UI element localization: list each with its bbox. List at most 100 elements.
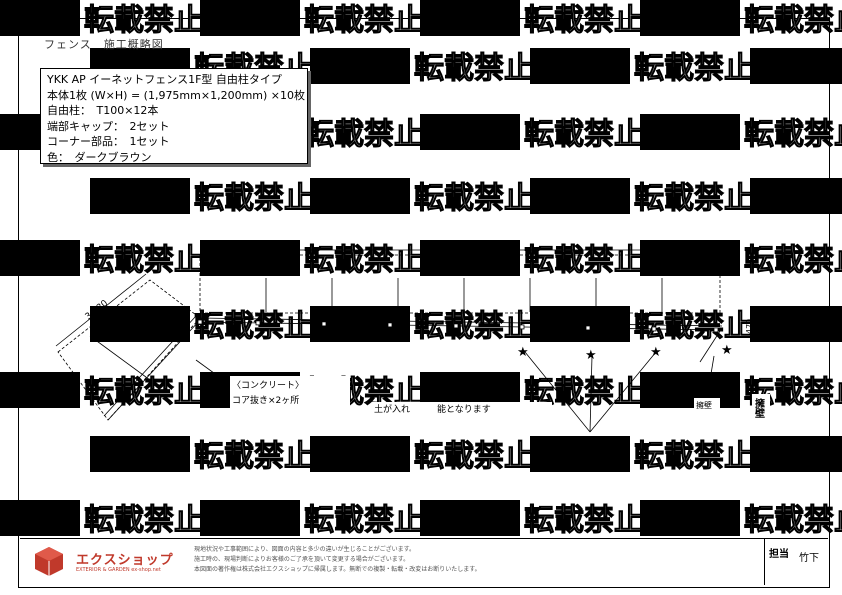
- fence-line-long-inner: [199, 321, 723, 331]
- watermark-block: [640, 114, 740, 150]
- drawing-title: フェンス 施工概略図: [44, 38, 164, 51]
- dimension-line-diagonal: [55, 273, 147, 347]
- watermark-text: 転載禁止: [744, 503, 842, 538]
- watermark-block: [640, 372, 740, 408]
- annotation-bg: [372, 402, 552, 416]
- watermark-block: [200, 240, 300, 276]
- watermark-text: 転載禁止: [634, 51, 754, 86]
- dimension-long: 15,780: [435, 245, 467, 255]
- post-marker: [519, 324, 525, 330]
- watermark-block: [90, 306, 190, 342]
- diagonal-panel-divider: [89, 335, 151, 381]
- watermark-text: 転載禁止: [84, 503, 204, 538]
- watermark-block: [750, 48, 842, 84]
- spec-box: YKK AP イーネットフェンス1F型 自由柱タイプ 本体1枚 (W×H) = …: [40, 68, 308, 164]
- dimension-right: 470: [745, 319, 754, 334]
- watermark-block: [200, 0, 300, 36]
- watermark-block: [530, 436, 630, 472]
- spec-line: 端部キャップ： 2セット: [47, 119, 170, 133]
- watermark-block: [750, 436, 842, 472]
- watermark-text: 転載禁止: [84, 375, 204, 410]
- notice-line: 現地状況や工事範囲により、図面の内容と多少の違いが生じることがございます。: [194, 546, 416, 553]
- watermark-text: 転載禁止: [414, 51, 534, 86]
- annotation-bg: [694, 398, 720, 412]
- watermark-text: 転載禁止: [414, 181, 534, 216]
- logo-text: エクスショップ: [76, 553, 174, 568]
- leader-line: [589, 351, 657, 433]
- star-icon: ★: [650, 345, 662, 360]
- watermark-block: [530, 178, 630, 214]
- spec-line: 本体1枚 (W×H) = (1,975mm×1,200mm) ×10枚: [47, 88, 306, 102]
- leader-line: [705, 355, 715, 405]
- watermark-block: [420, 0, 520, 36]
- stamp-name: 竹下: [799, 553, 819, 564]
- post-marker: [387, 322, 393, 328]
- watermark-text: 転載禁止: [524, 117, 644, 152]
- fence-line-long: [199, 317, 723, 327]
- spec-line: コーナー部品： 1セット: [47, 135, 170, 148]
- notice-line: 施工時の、現場判断によりお客様のご了承を頂いて変更する場合がございます。: [194, 556, 410, 563]
- post-marker: [453, 323, 459, 329]
- watermark-text: 転載禁止: [744, 117, 842, 152]
- watermark-text: 転載禁止: [414, 439, 534, 474]
- stamp-label: 担当: [769, 549, 789, 560]
- watermark-text: 転載禁止: [524, 3, 644, 38]
- fence-line-diagonal: [107, 319, 201, 421]
- fence-line-right: [699, 327, 723, 363]
- stamp-box: 担当 竹下: [764, 539, 827, 585]
- fence-line-diagonal-inner: [103, 315, 197, 417]
- watermark-block: [750, 306, 842, 342]
- watermark-text: 転載禁止: [634, 439, 754, 474]
- watermark-block: [200, 500, 300, 536]
- watermark-block: [310, 436, 410, 472]
- watermark-pattern: 転載禁止転載禁止転載禁止転載禁止転載禁止転載禁止転載禁止転載禁止転載禁止転載禁止…: [0, 0, 842, 539]
- star-icon: ★: [517, 345, 529, 360]
- spec-line: 色： ダークブラウン: [47, 150, 152, 164]
- post-marker: [255, 320, 261, 326]
- watermark-block: [420, 500, 520, 536]
- watermark-text: 転載禁止: [634, 309, 754, 344]
- fence-plan: [55, 249, 723, 433]
- footer: エクスショップ EXTERIOR & GARDEN ex-shop.net 現地…: [20, 538, 828, 587]
- post-marker: [713, 327, 719, 333]
- watermark-text: 転載禁止: [524, 243, 644, 278]
- post-marker: [651, 326, 657, 332]
- watermark-block: [420, 240, 520, 276]
- annotation-bg: [752, 394, 770, 428]
- watermark-block: [420, 114, 520, 150]
- watermark-block: [0, 500, 80, 536]
- watermark-block: [310, 48, 410, 84]
- watermark-text: 転載禁止: [304, 3, 424, 38]
- star-icon: ★: [721, 343, 733, 358]
- spec-line: 自由柱： T100×12本: [47, 104, 159, 117]
- watermark-text: 転載禁止: [744, 3, 842, 38]
- annotation-core-drill: コア抜き×2ヶ所: [232, 394, 299, 406]
- watermark-block: [640, 240, 740, 276]
- watermark-text: 転載禁止: [84, 243, 204, 278]
- post-marker: [585, 325, 591, 331]
- star-markers: ★ ★ ★ ★: [517, 343, 733, 363]
- watermark-text: 転載禁止: [194, 309, 314, 344]
- post-marker: [321, 321, 327, 327]
- watermark-text: 転載禁止: [194, 439, 314, 474]
- watermark-text: 転載禁止: [304, 117, 424, 152]
- annotation-soil: 土が入れ 能となります: [374, 403, 491, 415]
- fence-elevation-outline: [199, 254, 721, 314]
- watermark-text: 転載禁止: [304, 243, 424, 278]
- watermark-text: 転載禁止: [524, 503, 644, 538]
- watermark-block: [530, 48, 630, 84]
- watermark-block: [310, 178, 410, 214]
- spec-line: YKK AP イーネットフェンス1F型 自由柱タイプ: [47, 73, 282, 86]
- watermark-block: [640, 0, 740, 36]
- watermark-text: 転載禁止: [304, 503, 424, 538]
- annotation-concrete: 〈コンクリート〉: [232, 380, 304, 391]
- star-icon: ★: [585, 348, 597, 363]
- footer-notice: 現地状況や工事範囲により、図面の内容と多少の違いが生じることがございます。 施工…: [194, 545, 754, 575]
- company-logo: エクスショップ EXTERIOR & GARDEN ex-shop.net: [32, 545, 192, 577]
- watermark-text: 転載禁止: [634, 181, 754, 216]
- watermark-block: [0, 0, 80, 36]
- watermark-block: [640, 500, 740, 536]
- notice-line: 本図面の著作権は株式会社エクスショップに帰属します。無断での複製・転載・改変はお…: [194, 566, 481, 573]
